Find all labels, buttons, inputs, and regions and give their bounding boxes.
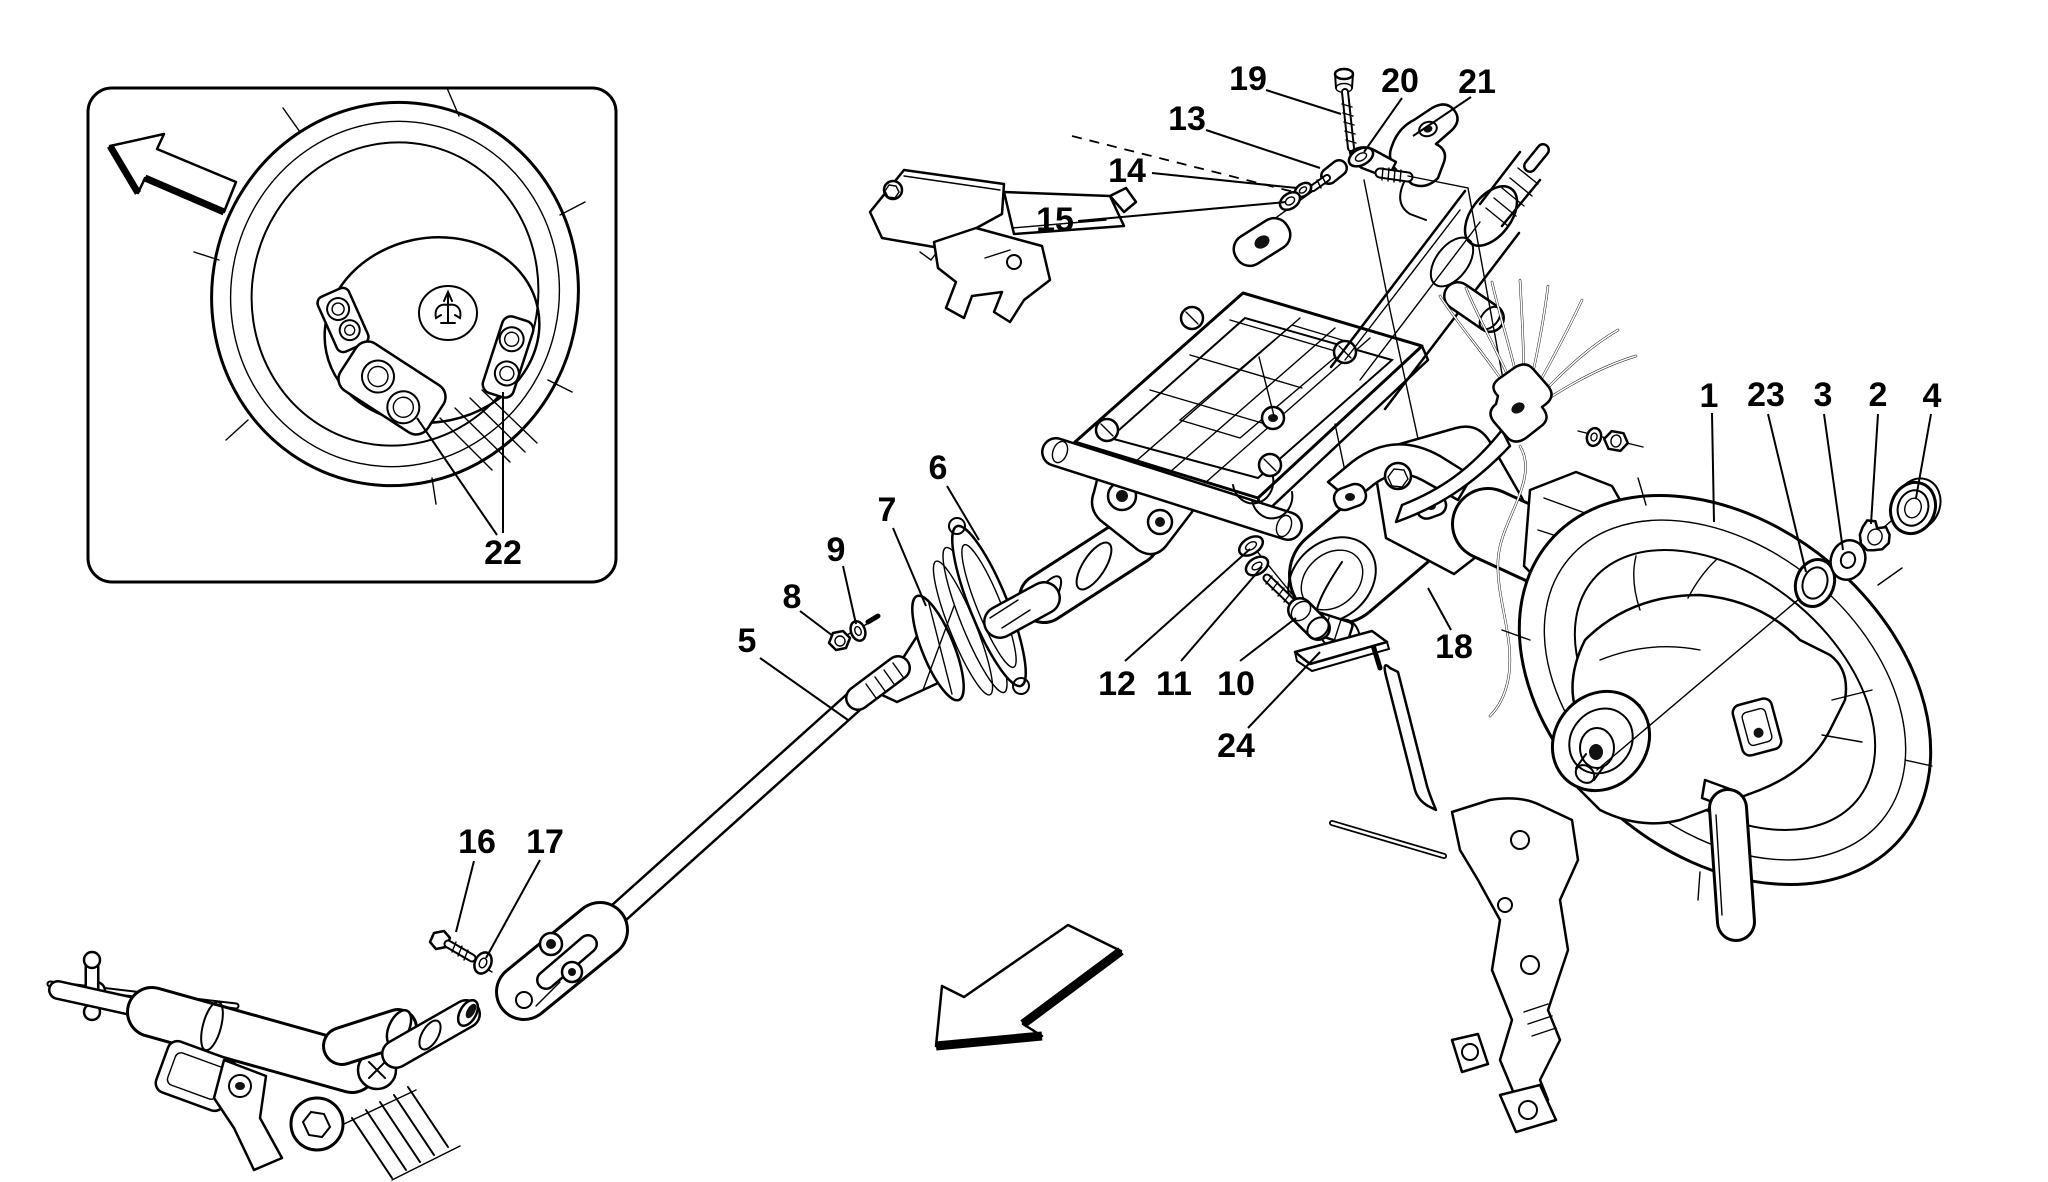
leader-line-24	[1247, 651, 1321, 729]
leader-line-2	[1870, 413, 1879, 525]
callout-6: 6	[929, 449, 948, 487]
inset-panel	[86, 86, 618, 584]
leader-line-16	[455, 860, 475, 933]
intermediate-shaft	[495, 686, 870, 1021]
washer-9	[849, 613, 881, 642]
support-brackets	[868, 135, 1295, 324]
callout-16: 16	[458, 823, 496, 861]
leader-line-12	[1124, 548, 1251, 662]
spacer-strip-24	[1293, 629, 1391, 673]
column-support-bracket	[1329, 664, 1580, 1134]
leader-line-22	[416, 417, 498, 536]
callout-2: 2	[1869, 376, 1888, 414]
leader-line-15	[1077, 201, 1287, 222]
pinch-bolt-16	[428, 929, 493, 973]
harness-washer-nut	[1585, 426, 1630, 453]
direction-arrow-icon	[934, 923, 1124, 1051]
column-mounting-plate	[1041, 291, 1430, 541]
callout-20: 20	[1381, 62, 1419, 100]
leader-line-21	[1412, 96, 1472, 137]
leader-line-17	[485, 859, 541, 959]
washer-3	[1829, 539, 1867, 581]
callout-8: 8	[783, 578, 802, 616]
callout-15: 15	[1036, 201, 1074, 239]
callout-14: 14	[1108, 152, 1146, 190]
callout-4: 4	[1923, 377, 1942, 415]
callout-3: 3	[1814, 376, 1833, 414]
callout-19: 19	[1229, 60, 1267, 98]
callout-7: 7	[878, 491, 897, 529]
callout-5: 5	[738, 622, 757, 660]
leader-line-9	[842, 565, 857, 625]
callout-12: 12	[1098, 665, 1136, 703]
washer-12	[1237, 535, 1265, 557]
callout-24: 24	[1217, 727, 1255, 765]
washer-11	[1244, 555, 1270, 577]
leader-line-3	[1823, 413, 1844, 551]
callout-9: 9	[827, 531, 846, 569]
steering-rack	[46, 950, 481, 1181]
gearshift-paddle	[1715, 814, 1723, 916]
washer-20	[1347, 146, 1375, 168]
plate-screws	[1094, 305, 1358, 478]
column-ear-bracket	[1232, 216, 1292, 268]
clamp-bracket-21	[1388, 103, 1459, 188]
leader-line-8	[799, 610, 834, 637]
leader-line-10	[1239, 617, 1297, 662]
lock-nut-2	[1858, 519, 1891, 552]
bolt-13	[1309, 159, 1348, 192]
spoke-hatch-lines	[439, 389, 538, 471]
leader-line-5	[759, 657, 849, 721]
inset-direction-arrow-icon	[106, 132, 238, 216]
leader-line-20	[1363, 97, 1403, 153]
callout-1: 1	[1700, 377, 1719, 415]
leader-line-14	[1151, 172, 1298, 189]
rack-boot-pleats	[351, 1086, 449, 1179]
callout-13: 13	[1168, 100, 1206, 138]
callout-21: 21	[1458, 63, 1496, 101]
leader-line-23	[1767, 413, 1807, 573]
hub-cap-4	[1888, 477, 1942, 536]
callout-17: 17	[526, 823, 564, 861]
washer-15	[1278, 190, 1302, 212]
leader-line-13	[1205, 129, 1321, 169]
leader-line-1	[1711, 412, 1715, 523]
inset-steering-wheel	[193, 87, 586, 505]
right-switch-pod	[481, 315, 535, 399]
rack-bracket-arm	[212, 1058, 284, 1172]
leader-line-4	[1915, 413, 1932, 499]
boot-flange-6	[951, 524, 1027, 688]
leader-line-18	[1427, 587, 1452, 631]
leader-line-6	[946, 485, 980, 541]
callout-10: 10	[1217, 665, 1255, 703]
wire-loop	[1232, 476, 1294, 520]
leader-line-19	[1265, 89, 1342, 115]
wheel-hub-parts	[1596, 477, 1942, 771]
callout-11: 11	[1156, 665, 1192, 703]
bolt-10	[1262, 573, 1331, 641]
leader-line-11	[1180, 566, 1263, 662]
column-lower-section	[845, 430, 1197, 711]
nut-8	[827, 629, 852, 652]
wheel-switch-pod	[1731, 697, 1783, 757]
callout-18: 18	[1435, 628, 1473, 666]
callout-23: 23	[1747, 376, 1785, 414]
leader-line-7	[892, 527, 927, 607]
trident-logo-icon	[418, 285, 478, 341]
lower-switch-pod	[337, 340, 447, 436]
pinion-cover	[289, 1096, 345, 1152]
bolt-19	[1333, 67, 1357, 152]
wiring-harness	[1394, 278, 1638, 718]
harness-band	[1394, 428, 1512, 524]
callout-22: 22	[484, 534, 522, 572]
